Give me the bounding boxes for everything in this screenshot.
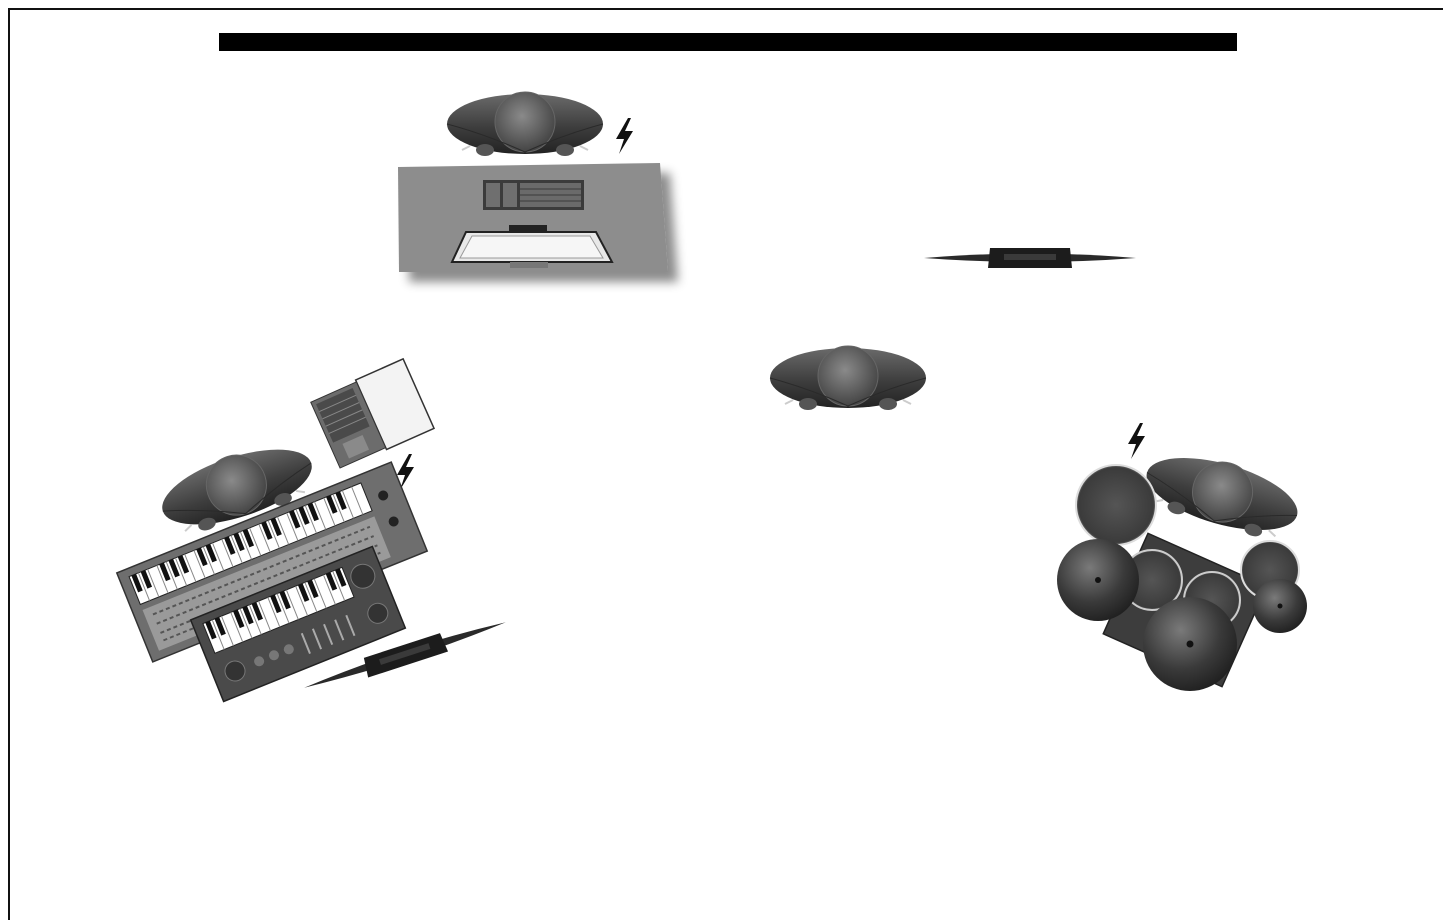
- power-bolt-icon: [616, 118, 633, 154]
- laptop-icon: [310, 359, 434, 470]
- desk-icon: [398, 163, 668, 272]
- power-bolt-icon: [1128, 423, 1145, 459]
- monitor-icon: [452, 225, 612, 268]
- speaker-icon: [447, 92, 603, 156]
- mic-stand-icon: [924, 248, 1136, 268]
- speaker-icon: [770, 346, 926, 410]
- title-bar: [219, 33, 1237, 51]
- keyboard-icon: [483, 180, 584, 210]
- speaker-icon: [1138, 442, 1306, 547]
